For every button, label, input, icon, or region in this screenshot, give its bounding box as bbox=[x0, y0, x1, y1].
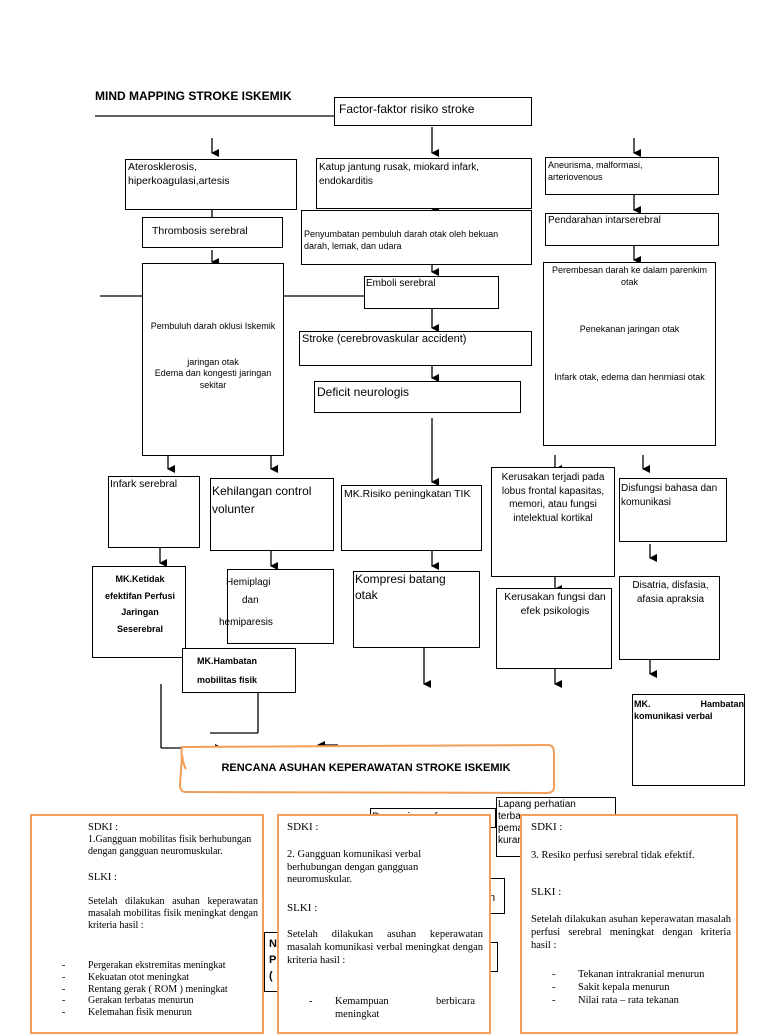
seepage-box bbox=[543, 262, 716, 446]
blockage-text: Penyumbatan pembuluh darah otak oleh bek… bbox=[304, 229, 499, 252]
card3-slki: SLKI : bbox=[531, 886, 562, 898]
card3-criteria-list: -Tekanan intrakranial menurun -Sakit kep… bbox=[552, 968, 732, 1007]
risk-factors-box: Factor-faktor risiko stroke bbox=[334, 97, 532, 126]
kehilangan-text: Kehilangan control volunter bbox=[212, 484, 312, 516]
kerusakan-psiko-text: Kerusakan fungsi dan efek psikologis bbox=[504, 591, 606, 618]
cause-heart-text: Katup jantung rusak, miokard infark, end… bbox=[319, 162, 480, 187]
mk-perfusi-box: MK.Ketidak efektifan Perfusi Jaringan Se… bbox=[92, 566, 186, 658]
card3-item: -Nilai rata – rata tekanan bbox=[552, 995, 679, 1007]
kompresi-box: Kompresi batang otak bbox=[353, 571, 480, 648]
card1-item: -Kekuatan otot meningkat bbox=[62, 971, 190, 983]
blockage-box: Penyumbatan pembuluh darah otak oleh bek… bbox=[301, 210, 532, 265]
card2-criteria-list: -Kemampuan berbicara meningkat bbox=[309, 996, 479, 1022]
hemiplagi-text: Hemiplagi bbox=[226, 577, 271, 588]
cause-atherosclerosis-text: Aterosklerosis, hiperkoagulasi,artesis bbox=[128, 161, 230, 188]
kura-text: kuran bbox=[498, 835, 524, 846]
pema-text: pema bbox=[498, 823, 524, 834]
card1-body: Setelah dilakukan asuhan keperawatan mas… bbox=[88, 896, 258, 931]
cause-box-heart: Katup jantung rusak, miokard infark, end… bbox=[316, 158, 532, 209]
mk-komunikasi-text: MK. Hambatan komunikasi verbal bbox=[634, 699, 744, 722]
card2-item: -Kemampuan berbicara meningkat bbox=[309, 996, 475, 1020]
mk-mobilitas-box: MK.Hambatan mobilitas fisik bbox=[182, 648, 296, 693]
emboli-text: Emboli serebral bbox=[366, 278, 436, 289]
mk-tik-text: MK.Risiko peningkatan TIK bbox=[344, 488, 471, 500]
np-frag2: P bbox=[269, 954, 277, 966]
infark-text: Infark serebral bbox=[110, 478, 178, 490]
risk-factors-label: Factor-faktor risiko stroke bbox=[339, 102, 475, 116]
page-title: MIND MAPPING STROKE ISKEMIK bbox=[95, 89, 292, 103]
stroke-text: Stroke (cerebrovaskular accident) bbox=[302, 333, 467, 345]
np-frag3: ( bbox=[269, 970, 273, 982]
thrombosis-text: Thrombosis serebral bbox=[152, 225, 248, 237]
banner-title: RENCANA ASUHAN KEPERAWATAN STROKE ISKEMI… bbox=[221, 762, 511, 774]
card1-criteria-list: -Pergerakan ekstremitas meningkat -Kekua… bbox=[62, 960, 262, 1019]
infarct-text: Infark otak, edema dan henrniasi otak bbox=[554, 372, 705, 382]
mk-mobilitas-text: MK.Hambatan mobilitas fisik bbox=[197, 656, 258, 685]
dan-text: dan bbox=[242, 595, 259, 606]
card3-item: -Sakit kepala menurun bbox=[552, 982, 670, 994]
hemiplagi-box: Hemiplagi dan hemiparesis bbox=[219, 569, 334, 644]
kerusakan-frontal-text: Kerusakan terjadi pada lobus frontal kap… bbox=[501, 472, 605, 524]
edema-text: Edema dan kongesti jaringan sekitar bbox=[154, 368, 272, 391]
disatria-text: Disatria, disfasia, afasia apraksia bbox=[632, 580, 709, 605]
bleeding-box: Pendarahan intarserebral bbox=[545, 213, 719, 246]
np-box: N P ( bbox=[264, 932, 278, 992]
kerusakan-psiko-box: Kerusakan fungsi dan efek psikologis bbox=[496, 588, 612, 669]
card1-item: -Kelemahan fisik menurun bbox=[62, 1007, 192, 1019]
card2-body: Setelah dilakukan asuhan keperawatan mas… bbox=[287, 929, 483, 966]
np-frag1: N bbox=[269, 938, 277, 950]
disfungsi-box: Disfungsi bahasa dan komunikasi bbox=[619, 478, 727, 542]
cause-aneurysm-text: Aneurisma, malformasi, arteriovenous bbox=[548, 160, 643, 183]
hemiparesis-text: hemiparesis bbox=[219, 617, 273, 628]
card1-item: -Gerakan terbatas menurun bbox=[62, 995, 194, 1007]
kehilangan-box: Kehilangan control volunter bbox=[210, 478, 334, 551]
mk-komunikasi-box: MK. Hambatan komunikasi verbal bbox=[632, 694, 745, 786]
thrombosis-box: Thrombosis serebral bbox=[142, 217, 283, 248]
disfungsi-text: Disfungsi bahasa dan komunikasi bbox=[621, 483, 718, 508]
cause-box-aneurysm: Aneurisma, malformasi, arteriovenous bbox=[545, 157, 719, 195]
occlusion-box bbox=[142, 263, 284, 456]
card-perfusi: SDKI : 3. Resiko perfusi serebral tidak … bbox=[520, 814, 738, 1034]
mk-tik-box: MK.Risiko peningkatan TIK bbox=[341, 485, 482, 551]
n-frag-text: n bbox=[489, 892, 496, 904]
infark-box: Infark serebral bbox=[108, 476, 200, 548]
card1-item: -Rentang gerak ( ROM ) meningkat bbox=[62, 983, 228, 995]
cause-box-atherosclerosis: Aterosklerosis, hiperkoagulasi,artesis bbox=[125, 159, 297, 210]
disatria-box: Disatria, disfasia, afasia apraksia bbox=[619, 576, 720, 660]
bleeding-text: Pendarahan intarserebral bbox=[548, 215, 661, 226]
mk-perfusi-text: MK.Ketidak efektifan Perfusi Jaringan Se… bbox=[104, 574, 176, 634]
card2-diagnosis: 2. Gangguan komunikasi verbal berhubunga… bbox=[287, 849, 422, 886]
kompresi-text: Kompresi batang otak bbox=[355, 572, 446, 602]
tissue-text: jaringan otak bbox=[187, 357, 239, 367]
card3-sdki: SDKI : bbox=[531, 821, 563, 833]
deficit-box: Deficit neurologis bbox=[314, 381, 521, 413]
card1-diagnosis: 1.Gangguan mobilitas fisik berhubungan d… bbox=[88, 834, 252, 857]
kerusakan-frontal-box: Kerusakan terjadi pada lobus frontal kap… bbox=[491, 467, 615, 577]
card-mobilitas: SDKI : 1.Gangguan mobilitas fisik berhub… bbox=[30, 814, 264, 1034]
banner-scroll bbox=[178, 743, 555, 795]
pressure-text: Penekanan jaringan otak bbox=[579, 324, 680, 334]
occlusion-text: Pembuluh darah oklusi Iskemik bbox=[150, 321, 276, 331]
card1-slki: SLKI : bbox=[88, 872, 117, 883]
lapang-text: Lapang perhatian bbox=[498, 799, 576, 810]
seepage-text: Perembesan darah ke dalam parenkim otak bbox=[551, 265, 708, 288]
card1-sdki: SDKI : bbox=[88, 822, 119, 833]
deficit-text: Deficit neurologis bbox=[317, 385, 410, 399]
card-komunikasi: SDKI : 2. Gangguan komunikasi verbal ber… bbox=[277, 814, 491, 1034]
stroke-box: Stroke (cerebrovaskular accident) bbox=[299, 331, 532, 366]
card3-diagnosis: 3. Resiko perfusi serebral tidak efektif… bbox=[531, 850, 695, 861]
card2-slki: SLKI : bbox=[287, 902, 318, 914]
card3-body: Setelah dilakukan asuhan keperawatan mas… bbox=[531, 914, 731, 951]
card2-sdki: SDKI : bbox=[287, 821, 319, 833]
emboli-box: Emboli serebral bbox=[364, 276, 499, 309]
terba-text: terba bbox=[498, 811, 521, 822]
card1-item: -Pergerakan ekstremitas meningkat bbox=[62, 960, 226, 971]
card3-item: -Tekanan intrakranial menurun bbox=[552, 969, 705, 980]
